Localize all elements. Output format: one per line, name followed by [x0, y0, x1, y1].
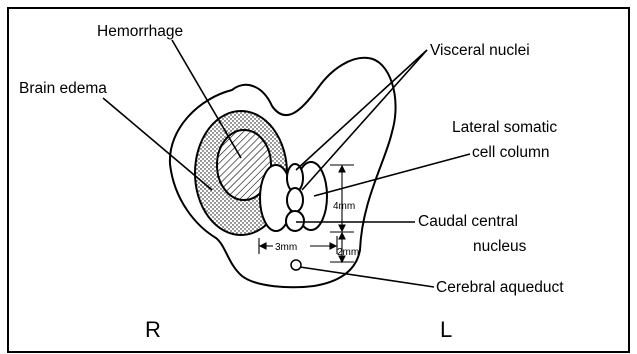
dim-2mm-label: 2mm	[337, 247, 359, 258]
visceral-nuclei-label: Visceral nuclei	[430, 42, 530, 59]
lateral-somatic-label-line2: cell column	[472, 144, 550, 161]
caudal-central-label-line1: Caudal central	[418, 213, 518, 230]
hemorrhage-label: Hemorrhage	[97, 23, 183, 40]
visceral-nucleus-middle	[287, 188, 303, 212]
caudal-central-nucleus	[286, 211, 304, 231]
cerebral-aqueduct-label: Cerebral aqueduct	[436, 279, 564, 296]
side-left-label: L	[440, 317, 452, 342]
dim-4mm-label: 4mm	[333, 201, 355, 212]
dim-3mm-label: 3mm	[275, 242, 297, 253]
caudal-central-label-line2: nucleus	[473, 238, 527, 255]
brain-edema-label: Brain edema	[19, 80, 107, 97]
cerebral-aqueduct-circle	[291, 260, 301, 270]
side-right-label: R	[145, 317, 161, 342]
lateral-somatic-label-line1: Lateral somatic	[452, 119, 557, 136]
